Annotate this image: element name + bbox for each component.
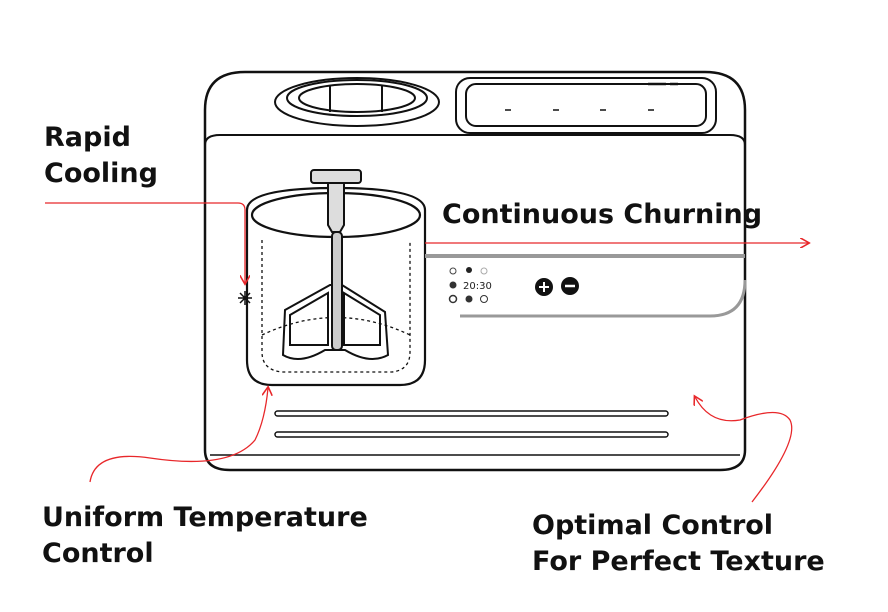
power-icon[interactable] xyxy=(449,267,457,275)
fan-icon[interactable] xyxy=(480,267,488,275)
plus-icon[interactable] xyxy=(535,278,553,296)
vents xyxy=(274,410,669,438)
uniform-temperature-arrow xyxy=(89,388,268,483)
top-panel xyxy=(455,77,717,134)
label-optimal-control: Optimal Control For Perfect Texture xyxy=(532,510,825,577)
time-display: 20:30 xyxy=(463,281,492,292)
control-strip xyxy=(425,254,747,318)
minus-icon[interactable] xyxy=(561,277,579,295)
control-panel: 20:30 xyxy=(448,267,579,304)
flower-icon[interactable] xyxy=(465,295,473,303)
refresh-icon[interactable] xyxy=(480,295,488,303)
gear-icon[interactable] xyxy=(449,281,457,289)
machine-body xyxy=(203,70,747,472)
rapid-cooling-arrow xyxy=(45,202,245,283)
optimal-control-arrow xyxy=(695,397,793,503)
label-continuous-churning: Continuous Churning xyxy=(442,199,763,230)
paddle xyxy=(281,169,390,360)
lid-opening xyxy=(274,77,440,127)
callout-arrows xyxy=(45,202,808,503)
label-rapid-cooling: Rapid Cooling xyxy=(44,122,158,189)
settings-icon[interactable] xyxy=(448,294,458,304)
label-uniform-temperature: Uniform Temperature Control xyxy=(42,502,368,569)
snowflake-icon xyxy=(238,291,252,305)
lightbulb-icon[interactable] xyxy=(466,267,472,273)
